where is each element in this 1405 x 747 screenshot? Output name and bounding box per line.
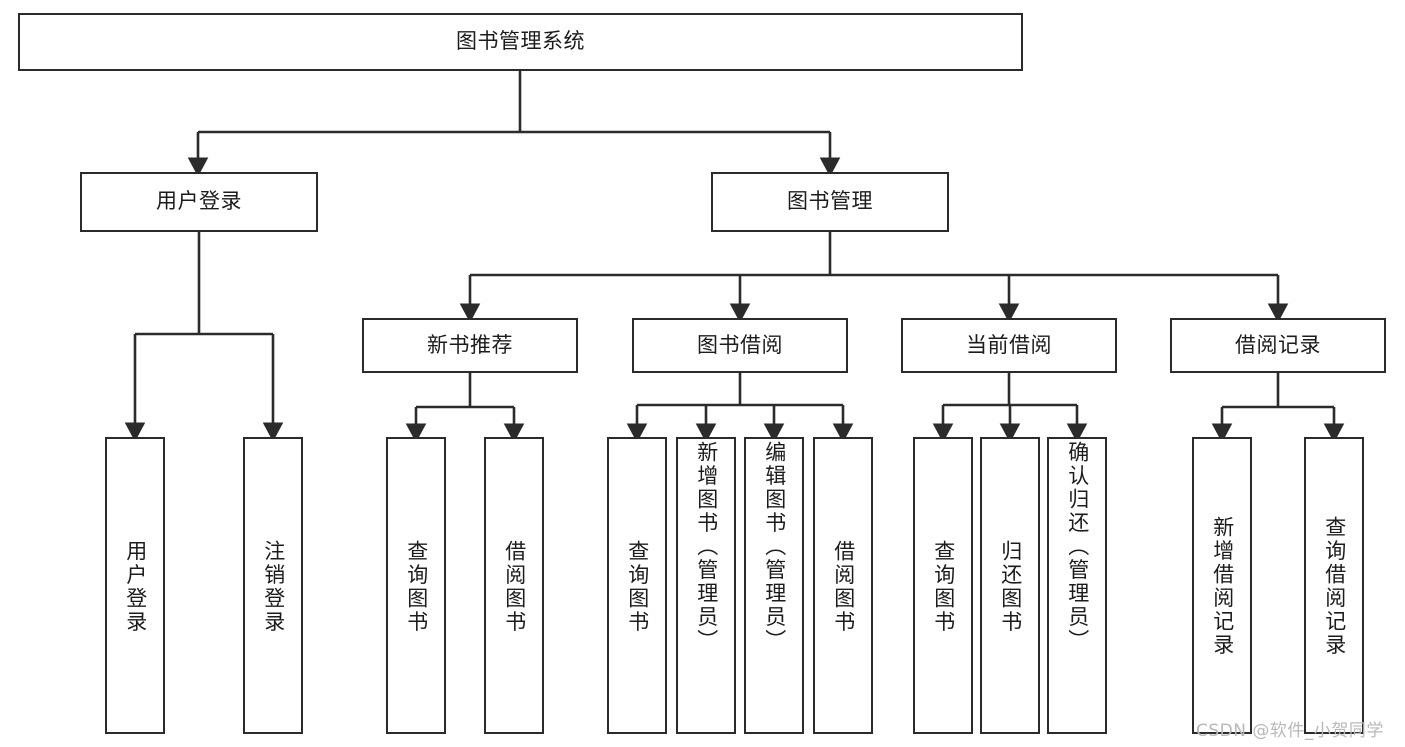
leaf-borrow-add-book-admin[interactable]: 新增图书（管理员） (676, 437, 736, 734)
leaf-current-return-book-label: 归还图书 (998, 539, 1023, 634)
leaf-borrow-query-book[interactable]: 查询图书 (607, 437, 667, 734)
node-borrow-record-label: 借阅记录 (1235, 332, 1321, 357)
leaf-new-book-query-book-label: 查询图书 (404, 539, 429, 634)
leaf-borrow-add-book-admin-label: 新增图书（管理员） (694, 441, 719, 653)
leaf-user-login-login-label: 用户登录 (123, 539, 148, 634)
leaf-borrow-borrow-book-label: 借阅图书 (831, 539, 856, 634)
leaf-new-book-borrow-book[interactable]: 借阅图书 (484, 437, 544, 734)
leaf-user-login-login[interactable]: 用户登录 (105, 437, 165, 734)
node-user-login-label: 用户登录 (156, 189, 242, 214)
node-borrow-record[interactable]: 借阅记录 (1170, 318, 1386, 373)
node-new-book-recommend[interactable]: 新书推荐 (362, 318, 578, 373)
node-book-borrow[interactable]: 图书借阅 (632, 318, 848, 373)
leaf-borrow-edit-book-admin-label: 编辑图书（管理员） (762, 441, 787, 653)
node-root-book-management-system[interactable]: 图书管理系统 (18, 13, 1023, 71)
leaf-current-confirm-return-admin-label: 确认归还（管理员） (1065, 441, 1090, 653)
leaf-current-confirm-return-admin[interactable]: 确认归还（管理员） (1047, 437, 1107, 734)
leaf-current-return-book[interactable]: 归还图书 (980, 437, 1040, 734)
node-new-book-recommend-label: 新书推荐 (427, 332, 513, 357)
node-root-label: 图书管理系统 (456, 29, 585, 54)
node-book-borrow-label: 图书借阅 (697, 332, 783, 357)
node-current-borrow-label: 当前借阅 (966, 332, 1052, 357)
leaf-current-query-book-label: 查询图书 (931, 539, 956, 634)
leaf-user-login-logout-label: 注销登录 (261, 539, 286, 634)
leaf-record-add-record[interactable]: 新增借阅记录 (1192, 437, 1252, 734)
leaf-record-query-record-label: 查询借阅记录 (1322, 516, 1347, 657)
leaf-current-query-book[interactable]: 查询图书 (913, 437, 973, 734)
leaf-new-book-borrow-book-label: 借阅图书 (502, 539, 527, 634)
leaf-borrow-query-book-label: 查询图书 (625, 539, 650, 634)
node-book-management[interactable]: 图书管理 (711, 172, 949, 232)
csdn-watermark: CSDN @软件_小贺同学 (1196, 721, 1384, 741)
leaf-new-book-query-book[interactable]: 查询图书 (386, 437, 446, 734)
leaf-borrow-borrow-book[interactable]: 借阅图书 (813, 437, 873, 734)
leaf-record-query-record[interactable]: 查询借阅记录 (1304, 437, 1364, 734)
node-current-borrow[interactable]: 当前借阅 (901, 318, 1117, 373)
node-book-management-label: 图书管理 (787, 189, 873, 214)
leaf-user-login-logout[interactable]: 注销登录 (243, 437, 303, 734)
leaf-borrow-edit-book-admin[interactable]: 编辑图书（管理员） (744, 437, 804, 734)
leaf-record-add-record-label: 新增借阅记录 (1210, 516, 1235, 657)
node-user-login[interactable]: 用户登录 (80, 172, 318, 232)
